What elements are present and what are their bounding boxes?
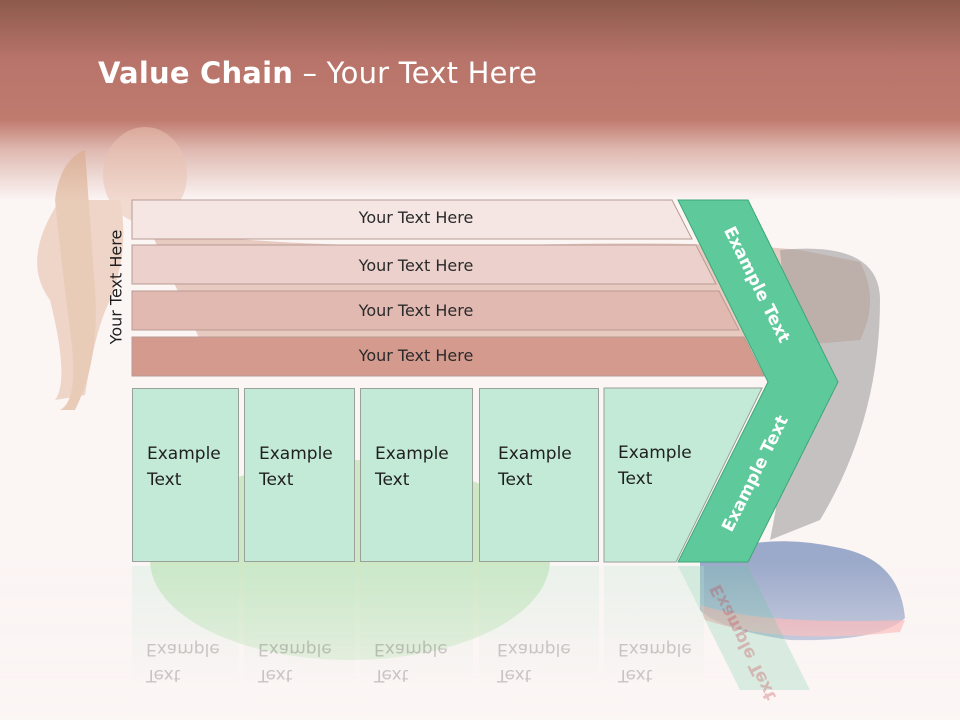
- row-label-3: Your Text Here: [358, 301, 474, 320]
- box-2-line1: Example: [259, 444, 333, 464]
- box-1-line1: Example: [147, 444, 221, 464]
- box-3-line2: Text: [375, 470, 410, 490]
- box-1-line2: Text: [147, 470, 182, 490]
- box-5-line1: Example: [618, 443, 692, 463]
- box-5-shape: [603, 387, 763, 563]
- title-bold: Value Chain: [98, 56, 294, 90]
- chevron-arrow: [677, 199, 839, 563]
- title-rest: – Your Text Here: [293, 56, 538, 90]
- chevron-reflection: [678, 566, 810, 690]
- box-2-line2: Text: [259, 470, 294, 490]
- row-bar-1: [131, 199, 693, 240]
- box-4-line1: Example: [498, 444, 572, 464]
- row-label-2: Your Text Here: [358, 256, 474, 275]
- row-bar-3: [131, 290, 740, 331]
- row-label-1: Your Text Here: [358, 208, 474, 227]
- box-4-line2: Text: [498, 470, 533, 490]
- slide-title: Value Chain – Your Text Here: [98, 56, 537, 90]
- head-shape: [103, 127, 187, 223]
- row-bar-2: [131, 244, 717, 285]
- row-bar-4: [131, 336, 765, 377]
- box-3-line1: Example: [375, 444, 449, 464]
- box-5-line2: Text: [618, 469, 653, 489]
- hair-shape: [55, 150, 96, 410]
- row-label-4: Your Text Here: [358, 346, 474, 365]
